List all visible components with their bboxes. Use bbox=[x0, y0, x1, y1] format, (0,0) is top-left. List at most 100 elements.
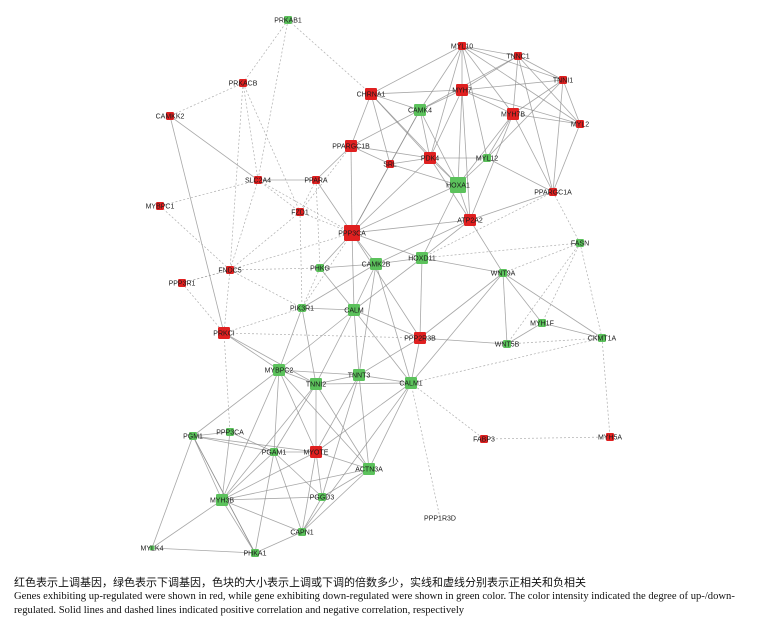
edge-WNT9A-PPP2R3B bbox=[419, 272, 504, 339]
node-TNNT3: TNNT3 bbox=[348, 369, 370, 381]
edge-ACTN3A-MYH3B bbox=[221, 468, 370, 501]
node-label-PRKAB1: PRKAB1 bbox=[274, 18, 302, 25]
edge-PRKAB1-CHRNA1 bbox=[287, 19, 372, 95]
node-box-PPARGC1A bbox=[549, 188, 557, 196]
edge-MYH7B-ATP2A2 bbox=[469, 113, 514, 221]
node-ACTN3A: ACTN3A bbox=[355, 463, 383, 475]
node-box-SRL bbox=[386, 160, 394, 168]
node-label-PPP3CA_top: PPP3CA bbox=[338, 231, 366, 238]
node-label-MYL2: MYL2 bbox=[571, 122, 589, 129]
node-FNDC5: FNDC5 bbox=[218, 266, 242, 275]
edge-PRKACB-FZD1 bbox=[242, 82, 301, 213]
node-label-PRKACB: PRKACB bbox=[229, 81, 258, 88]
edge-CAPN1-PHKA1 bbox=[254, 531, 303, 554]
edge-TNNI2-ACTN3A bbox=[315, 383, 370, 470]
node-label-PGM1: PGM1 bbox=[183, 434, 203, 441]
node-box-PHKG bbox=[316, 264, 324, 272]
edge-MYBPC2-PGAM1 bbox=[273, 369, 280, 453]
edge-FASN-HOXD11 bbox=[421, 242, 581, 259]
node-box-FASN bbox=[576, 239, 584, 247]
node-box-TNNI1 bbox=[559, 76, 567, 84]
node-PGM1: PGM1 bbox=[183, 432, 203, 441]
edge-PPP3CA_top-CALM bbox=[351, 232, 355, 311]
edge-PPP2R3B-WNT5B bbox=[419, 337, 508, 345]
node-label-PDK4: PDK4 bbox=[421, 156, 439, 163]
edge-ACTN3A-PGGD3 bbox=[321, 468, 370, 498]
node-HOXD11: HOXD11 bbox=[408, 252, 436, 264]
edge-FZD1-PIK3R1 bbox=[299, 211, 303, 309]
edge-MYBPC1-SLC2A4 bbox=[159, 179, 259, 207]
node-label-MYH1F: MYH1F bbox=[530, 321, 554, 328]
edge-MYBPC2-PGM1 bbox=[192, 369, 280, 437]
edge-FASN-WNT5B bbox=[506, 242, 581, 345]
node-PPARGC1B: PPARGC1B bbox=[332, 140, 370, 152]
edge-ACTN3A-CAPN1 bbox=[301, 468, 370, 533]
node-CKMT1A: CKMT1A bbox=[588, 334, 617, 343]
edge-HOXD11-CALM bbox=[353, 257, 423, 311]
node-box-MYH1F bbox=[538, 319, 546, 327]
edge-MYH7B-MYL12 bbox=[486, 113, 514, 159]
node-label-CKMT1A: CKMT1A bbox=[588, 336, 617, 343]
node-label-PPARGC1B: PPARGC1B bbox=[332, 144, 370, 151]
edge-CALM1-PPP1R3D bbox=[410, 382, 441, 519]
edge-PIK3R1-MYBPC2 bbox=[278, 307, 303, 371]
node-CHRNA1: CHRNA1 bbox=[357, 88, 385, 100]
edge-FNDC5-PRKCI bbox=[223, 269, 231, 334]
node-box-CAMK4 bbox=[414, 104, 426, 116]
edge-CAMK4-HOXA1 bbox=[419, 109, 459, 186]
edge-PGM1-PPP3CA_bottom bbox=[192, 431, 231, 437]
edge-PRKCI-MYBPC2 bbox=[223, 332, 280, 371]
node-box-TNNI2 bbox=[310, 378, 322, 390]
edge-PGAM1-MYH3B bbox=[221, 451, 275, 501]
edge-SRL-PDK4 bbox=[389, 157, 431, 165]
edge-TNNC1-MYH7 bbox=[461, 55, 519, 91]
edge-PIK3R1-CALM bbox=[301, 307, 355, 311]
node-MYH1F: MYH1F bbox=[530, 319, 554, 328]
node-PRKACB: PRKACB bbox=[229, 79, 258, 88]
node-TNNI2: TNNI2 bbox=[306, 378, 326, 390]
node-label-HOXD11: HOXD11 bbox=[408, 256, 436, 263]
edge-PRKCI-TNNI2 bbox=[223, 332, 317, 385]
node-PPP1R3D: PPP1R3D bbox=[424, 516, 456, 523]
edge-PGAM1-PGGD3 bbox=[273, 451, 323, 498]
node-PHKG: PHKG bbox=[310, 264, 330, 273]
edge-PPP3R1-PRKCI bbox=[181, 282, 225, 334]
node-box-MYH7 bbox=[456, 84, 468, 96]
node-WNT9A: WNT9A bbox=[491, 269, 516, 278]
node-SRL: SRL bbox=[383, 160, 397, 169]
edge-CAMK2B-PIK3R1 bbox=[301, 263, 377, 309]
edge-CHRNA1-HOXA1 bbox=[370, 93, 459, 186]
edge-CHRNA1-SRL bbox=[370, 93, 391, 165]
node-box-FNDC5 bbox=[226, 266, 234, 274]
edge-MYBPC2-TNNI2 bbox=[278, 369, 317, 385]
node-MYH3B: MYH3B bbox=[210, 494, 234, 506]
edge-MYOTE-MYH3B bbox=[221, 451, 317, 501]
node-MYH7B: MYH7B bbox=[501, 108, 525, 120]
node-MYOTE: MYOTE bbox=[304, 446, 329, 458]
node-box-PPARA bbox=[312, 176, 320, 184]
edge-MYH7-MYH7B bbox=[461, 89, 514, 115]
edge-TNNI1-MYL2 bbox=[562, 79, 581, 125]
edge-MYL10-PDK4 bbox=[429, 45, 463, 159]
edge-TNNI2-MYH3B bbox=[221, 383, 317, 501]
edge-MYOTE-PGGD3 bbox=[315, 451, 323, 498]
edge-WNT9A-WNT5B bbox=[502, 272, 508, 345]
node-label-PPARA: PPARA bbox=[304, 178, 328, 185]
edge-PGM1-MYOTE bbox=[192, 435, 317, 453]
node-box-MYL12 bbox=[483, 154, 491, 162]
node-PPP3R1: PPP3R1 bbox=[169, 279, 196, 288]
edge-PPP2R3B-TNNT3 bbox=[358, 337, 421, 376]
edge-TNNI2-TNNT3 bbox=[315, 374, 360, 385]
edge-PPP2R3B-CALM1 bbox=[410, 337, 421, 384]
node-label-ACTN3A: ACTN3A bbox=[355, 467, 383, 474]
node-box-PPP3CA_top bbox=[344, 225, 360, 241]
node-FABP3: FABP3 bbox=[473, 435, 495, 444]
node-PIK3R1: PIK3R1 bbox=[290, 304, 314, 313]
node-box-HOXD11 bbox=[416, 252, 428, 264]
node-label-TNNI1: TNNI1 bbox=[553, 78, 573, 85]
edge-MYH3B-PHKA1 bbox=[221, 499, 256, 554]
edge-CAMK2B-CALM1 bbox=[375, 263, 412, 384]
node-PPARA: PPARA bbox=[304, 176, 328, 185]
edge-MYL10-MYH7B bbox=[461, 45, 514, 115]
node-FZD1: FZD1 bbox=[291, 208, 309, 217]
